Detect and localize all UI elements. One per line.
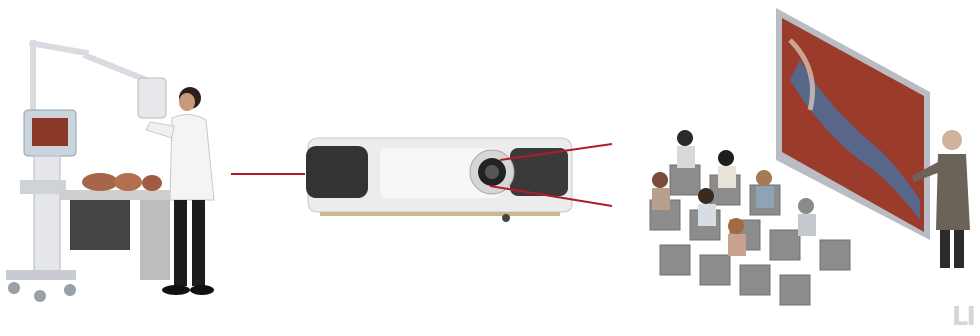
projector-illustration	[300, 128, 580, 224]
right-vent	[510, 148, 568, 196]
audience-illustration	[630, 0, 980, 336]
left-vent	[306, 146, 368, 198]
monitor-arm	[29, 40, 166, 120]
audience-seating	[650, 165, 850, 305]
watermark-logo: LI	[952, 302, 974, 332]
surgical-station-illustration	[0, 30, 230, 336]
station-cart	[6, 156, 76, 302]
operating-table	[60, 173, 170, 280]
station-monitor	[24, 110, 76, 156]
